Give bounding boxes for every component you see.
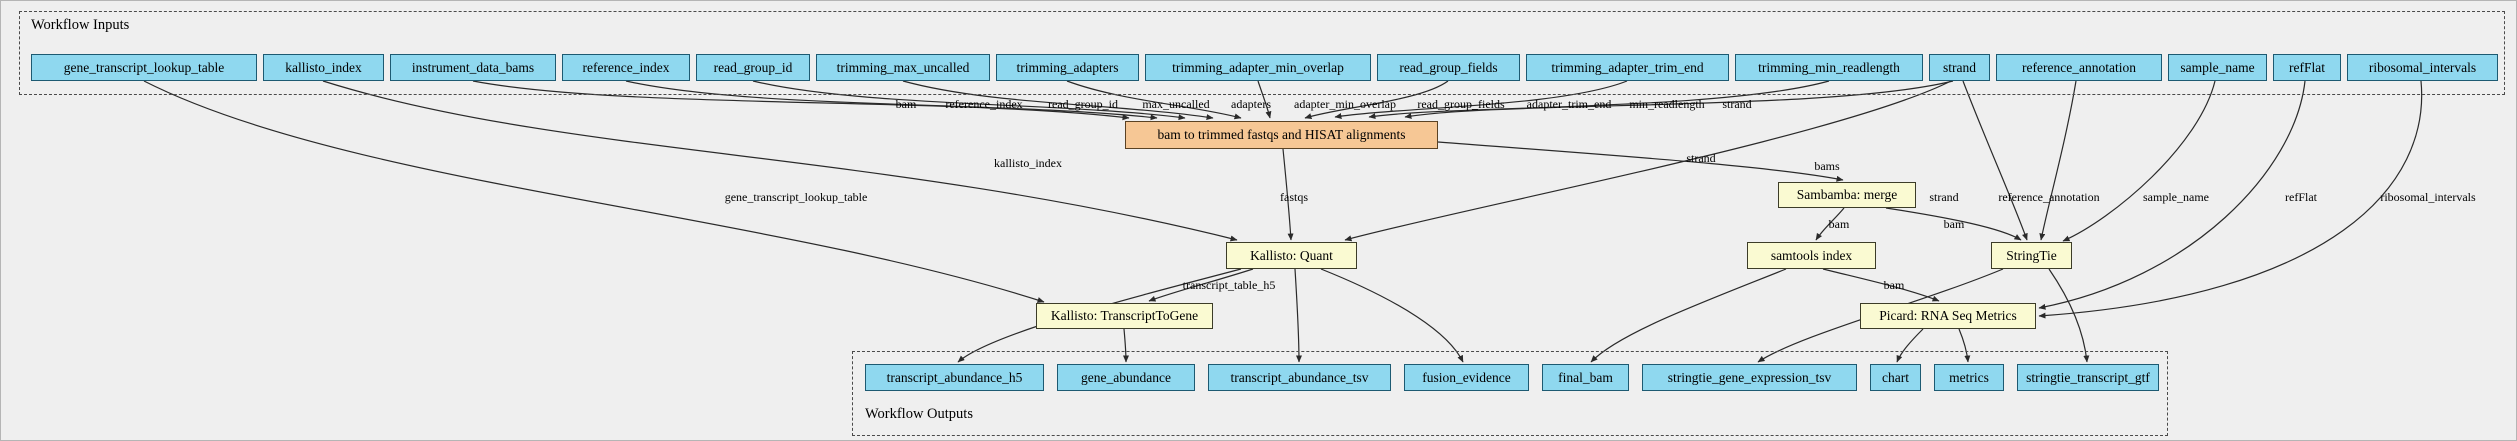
node-label: metrics	[1949, 369, 1989, 385]
input-node-trimming-adapters[interactable]: trimming_adapters	[996, 54, 1139, 81]
edge-label-strand-stringtie: strand	[1929, 190, 1959, 204]
step-node-samtools-index[interactable]: samtools index	[1747, 242, 1876, 269]
edge-label-transcript-table-h5: transcript_table_h5	[1182, 278, 1276, 292]
node-label: sample_name	[2180, 59, 2255, 75]
workflow-inputs-label: Workflow Inputs	[31, 17, 130, 33]
output-node-stringtie-transcript-gtf[interactable]: stringtie_transcript_gtf	[2017, 364, 2159, 391]
input-node-trimming-adapter-min-overlap[interactable]: trimming_adapter_min_overlap	[1145, 54, 1371, 81]
node-label: chart	[1882, 369, 1909, 385]
edge-label-max-uncalled: max_uncalled	[1142, 97, 1210, 111]
step-node-hisat-alignments[interactable]: bam to trimmed fastqs and HISAT alignmen…	[1125, 121, 1438, 149]
node-label: trimming_adapters	[1016, 59, 1119, 75]
edge-label-bams: bams	[1814, 159, 1840, 173]
input-node-gene-transcript-lookup-table[interactable]: gene_transcript_lookup_table	[31, 54, 257, 81]
edge-label-reference-index: reference_index	[945, 97, 1023, 111]
node-label: transcript_abundance_tsv	[1230, 369, 1369, 385]
input-node-ribosomal-intervals[interactable]: ribosomal_intervals	[2347, 54, 2498, 81]
output-node-stringtie-gene-expression-tsv[interactable]: stringtie_gene_expression_tsv	[1642, 364, 1857, 391]
edge-label-ribosomal-intervals: ribosomal_intervals	[2380, 190, 2476, 204]
edge-label-reference-annotation: reference_annotation	[1998, 190, 2100, 204]
workflow-inputs-box	[19, 11, 2505, 95]
node-label: stringtie_gene_expression_tsv	[1667, 369, 1832, 385]
workflow-outputs-label: Workflow Outputs	[865, 406, 973, 422]
node-label: Kallisto: Quant	[1250, 247, 1333, 263]
input-node-sample-name[interactable]: sample_name	[2168, 54, 2267, 81]
edge-label-read-group-id: read_group_id	[1048, 97, 1118, 111]
step-node-picard-rna-seq-metrics[interactable]: Picard: RNA Seq Metrics	[1860, 303, 2036, 329]
output-node-chart[interactable]: chart	[1870, 364, 1921, 391]
input-node-read-group-id[interactable]: read_group_id	[696, 54, 810, 81]
node-label: kallisto_index	[285, 59, 362, 75]
input-node-trimming-max-uncalled[interactable]: trimming_max_uncalled	[816, 54, 990, 81]
node-label: strand	[1943, 59, 1976, 75]
edge-label-refflat: refFlat	[2285, 190, 2317, 204]
input-node-read-group-fields[interactable]: read_group_fields	[1377, 54, 1520, 81]
node-label: stringtie_transcript_gtf	[2026, 369, 2150, 385]
input-node-reference-annotation[interactable]: reference_annotation	[1996, 54, 2162, 81]
node-label: final_bam	[1558, 369, 1613, 385]
step-node-stringtie[interactable]: StringTie	[1991, 242, 2072, 269]
output-node-transcript-abundance-h5[interactable]: transcript_abundance_h5	[865, 364, 1044, 391]
node-label: refFlat	[2289, 59, 2325, 75]
edge-label-adapter-min-overlap: adapter_min_overlap	[1294, 97, 1396, 111]
step-node-sambamba-merge[interactable]: Sambamba: merge	[1778, 182, 1916, 208]
output-node-metrics[interactable]: metrics	[1934, 364, 2004, 391]
edge-label-read-group-fields: read_group_fields	[1417, 97, 1505, 111]
workflow-outputs-box	[852, 351, 2168, 436]
node-label: trimming_adapter_min_overlap	[1172, 59, 1344, 75]
node-label: samtools index	[1770, 247, 1853, 263]
node-label: trimming_min_readlength	[1758, 59, 1900, 75]
output-node-gene-abundance[interactable]: gene_abundance	[1057, 364, 1195, 391]
node-label: Sambamba: merge	[1796, 187, 1898, 202]
edge-label-adapters: adapters	[1231, 97, 1271, 111]
node-label: read_group_id	[713, 59, 793, 75]
input-node-refflat[interactable]: refFlat	[2273, 54, 2341, 81]
node-label: instrument_data_bams	[411, 59, 535, 75]
edge-label-strand-hisat: strand	[1722, 97, 1752, 111]
edge-label-bam: bam	[895, 97, 917, 111]
input-node-trimming-min-readlength[interactable]: trimming_min_readlength	[1735, 54, 1923, 81]
output-node-fusion-evidence[interactable]: fusion_evidence	[1404, 364, 1529, 391]
input-node-trimming-adapter-trim-end[interactable]: trimming_adapter_trim_end	[1526, 54, 1729, 81]
node-label: Kallisto: TranscriptToGene	[1050, 308, 1199, 323]
node-label: Picard: RNA Seq Metrics	[1879, 308, 2017, 323]
node-label: ribosomal_intervals	[2368, 59, 2477, 75]
edge-label-fastqs: fastqs	[1280, 190, 1308, 204]
edge-label-gene-transcript-lookup-table: gene_transcript_lookup_table	[724, 190, 868, 204]
step-node-kallisto-transcripttogene[interactable]: Kallisto: TranscriptToGene	[1036, 303, 1213, 329]
step-node-kallisto-quant[interactable]: Kallisto: Quant	[1226, 242, 1357, 269]
node-label: gene_abundance	[1081, 369, 1171, 385]
node-label: StringTie	[2006, 247, 2057, 263]
edge-label-min-readlength: min_readlength	[1629, 97, 1705, 111]
edge-label-kallisto-index: kallisto_index	[994, 156, 1062, 170]
edge-label-sample-name: sample_name	[2143, 190, 2209, 204]
edge-label-strand-kallisto: strand	[1686, 151, 1716, 165]
node-label: read_group_fields	[1399, 59, 1498, 75]
edge-label-bam-picard: bam	[1883, 278, 1905, 292]
node-label: reference_annotation	[2022, 59, 2136, 75]
node-label: reference_index	[582, 59, 670, 75]
input-node-instrument-data-bams[interactable]: instrument_data_bams	[390, 54, 556, 81]
node-label: trimming_adapter_trim_end	[1551, 59, 1704, 75]
node-label: bam to trimmed fastqs and HISAT alignmen…	[1157, 127, 1406, 142]
output-node-final-bam[interactable]: final_bam	[1542, 364, 1629, 391]
node-label: transcript_abundance_h5	[886, 369, 1023, 385]
edge-label-bam-samtools: bam	[1828, 217, 1850, 231]
edge-label-bam-stringtie: bam	[1943, 217, 1965, 231]
input-node-kallisto-index[interactable]: kallisto_index	[263, 54, 384, 81]
node-label: trimming_max_uncalled	[836, 59, 970, 75]
input-node-strand[interactable]: strand	[1929, 54, 1990, 81]
edge-label-adapter-trim-end: adapter_trim_end	[1526, 97, 1612, 111]
node-label: fusion_evidence	[1422, 369, 1511, 385]
input-node-reference-index[interactable]: reference_index	[562, 54, 690, 81]
node-label: gene_transcript_lookup_table	[63, 59, 225, 75]
output-node-transcript-abundance-tsv[interactable]: transcript_abundance_tsv	[1208, 364, 1391, 391]
